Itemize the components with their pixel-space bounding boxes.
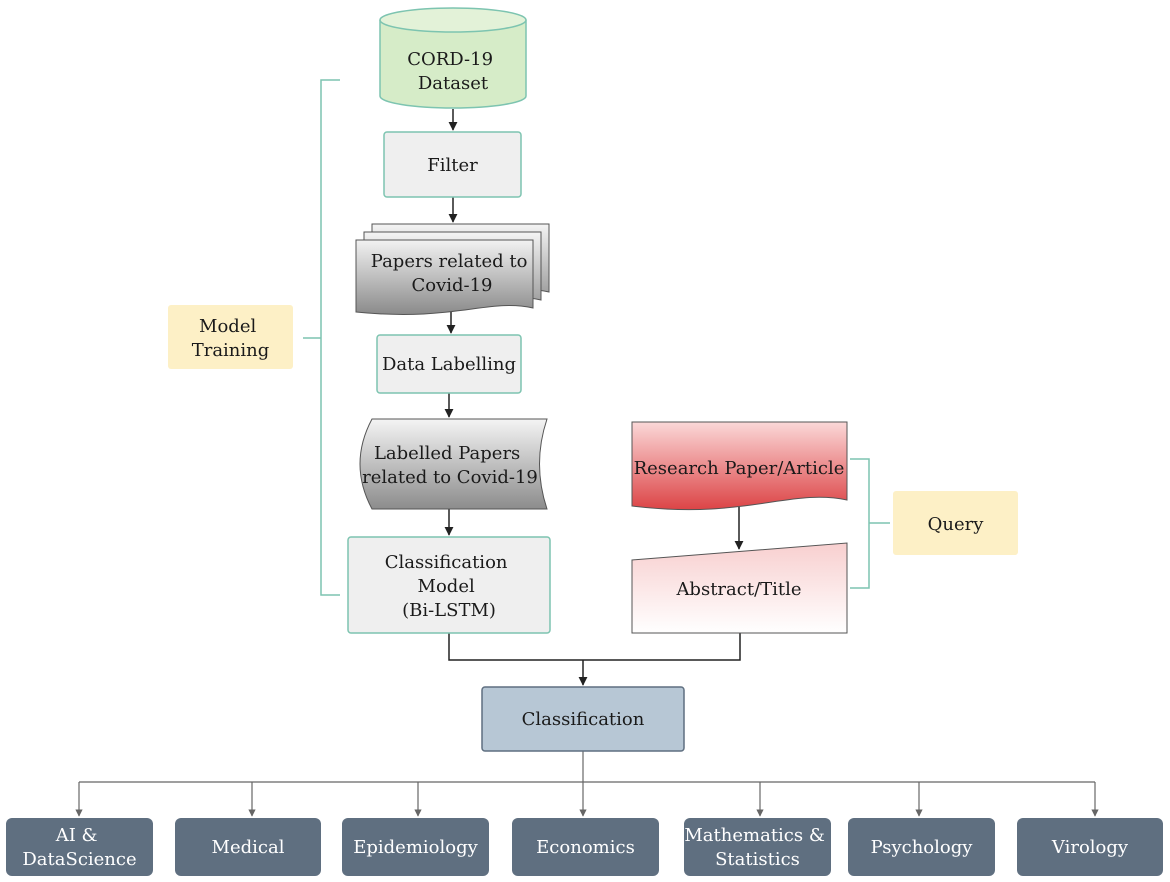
- category-economics-box: [512, 818, 659, 876]
- papers-front-sheet: [355, 239, 534, 315]
- cylinder-top: [379, 7, 527, 33]
- category-virology-node: Virology: [1017, 818, 1163, 876]
- dataset-line-2: Dataset: [418, 73, 489, 94]
- category-virology-text: Virology: [1051, 837, 1129, 858]
- classification-node: Classification: [481, 686, 685, 752]
- svg-text:CORD-19 Dataset: CORD-19 Dataset: [407, 49, 499, 94]
- category-ai-line-2: DataScience: [22, 849, 136, 870]
- training-bracket: [320, 79, 340, 596]
- dataset-line-1: CORD-19: [407, 49, 493, 70]
- data-labelling-node: Data Labelling: [376, 334, 522, 394]
- category-medical-node: Medical: [175, 818, 321, 876]
- classification-text: Classification: [522, 709, 645, 730]
- abstract-title-node: Abstract/Title: [631, 542, 848, 634]
- category-ai-line-1: AI &: [55, 825, 98, 846]
- data-labelling-text: Data Labelling: [382, 354, 516, 375]
- query-text: Query: [928, 514, 985, 535]
- model-training-line-2: Training: [192, 340, 270, 361]
- category-mathematics-node: Mathematics & Statistics: [684, 818, 831, 876]
- category-mathematics-line-2: Statistics: [715, 849, 800, 870]
- research-paper-text: Research Paper/Article: [634, 458, 845, 479]
- data-labelling-box: [376, 334, 522, 394]
- model-training-line-1: Model: [199, 316, 256, 337]
- category-psychology-box: [848, 818, 995, 876]
- papers-line-1: Papers related to: [371, 251, 528, 272]
- classification-box: [481, 686, 685, 752]
- labelled-papers-node: Labelled Papers related to Covid-19: [359, 418, 548, 510]
- model-training-label: Model Training: [168, 305, 293, 369]
- svg-text:Model Training: Model Training: [192, 316, 270, 361]
- category-psychology-node: Psychology: [848, 818, 995, 876]
- category-connectors: [75, 751, 1099, 817]
- abstract-title-shape: [631, 542, 848, 634]
- labelled-papers-shape: [359, 418, 548, 510]
- query-bracket: [850, 458, 870, 589]
- svg-text:Mathematics & Statistics: Mathematics & Statistics: [684, 825, 830, 870]
- labelled-line-1: Labelled Papers: [374, 443, 520, 464]
- category-ai-node: AI & DataScience: [6, 818, 153, 876]
- svg-text:AI & DataScience: AI & DataScience: [22, 825, 136, 870]
- svg-text:Papers related to Covid-: Papers related to Covid-19: [371, 251, 533, 296]
- category-epidemiology-node: Epidemiology: [342, 818, 489, 876]
- cord19-dataset-node: CORD-19 Dataset: [379, 7, 527, 109]
- classification-model-box: [347, 536, 551, 634]
- model-training-box: [168, 305, 293, 369]
- merge-line: [448, 633, 741, 661]
- category-mathematics-line-1: Mathematics &: [684, 825, 825, 846]
- classification-model-node: Classification Model (Bi-LSTM): [347, 536, 551, 634]
- category-economics-node: Economics: [512, 818, 659, 876]
- model-line-1: Classification: [385, 552, 508, 573]
- filter-box: [383, 131, 522, 198]
- svg-text:Labelled Papers related: Labelled Papers related to Covid-19: [362, 443, 538, 488]
- research-paper-node: Research Paper/Article: [631, 421, 848, 511]
- abstract-title-text: Abstract/Title: [675, 579, 801, 600]
- connectors: [444, 109, 744, 686]
- filter-text: Filter: [427, 155, 478, 176]
- labelled-line-2: related to Covid-19: [362, 467, 538, 488]
- category-epidemiology-text: Epidemiology: [353, 837, 478, 858]
- papers-line-2: Covid-19: [411, 275, 492, 296]
- svg-text:Classification Model: Classification Model (Bi-LSTM): [385, 552, 513, 621]
- papers-node: Papers related to Covid-19: [355, 223, 550, 315]
- category-mathematics-box: [684, 818, 831, 876]
- category-psychology-text: Psychology: [871, 837, 974, 858]
- category-epidemiology-box: [342, 818, 489, 876]
- model-line-2: Model: [418, 576, 475, 597]
- category-virology-box: [1017, 818, 1163, 876]
- category-economics-text: Economics: [536, 837, 635, 858]
- category-ai-box: [6, 818, 153, 876]
- filter-node: Filter: [383, 131, 522, 198]
- model-line-3: (Bi-LSTM): [402, 600, 496, 621]
- query-box: [893, 491, 1018, 555]
- category-medical-text: Medical: [212, 837, 285, 858]
- category-medical-box: [175, 818, 321, 876]
- research-paper-shape: [631, 421, 848, 511]
- query-label: Query: [893, 491, 1018, 555]
- cylinder-body: [379, 20, 527, 109]
